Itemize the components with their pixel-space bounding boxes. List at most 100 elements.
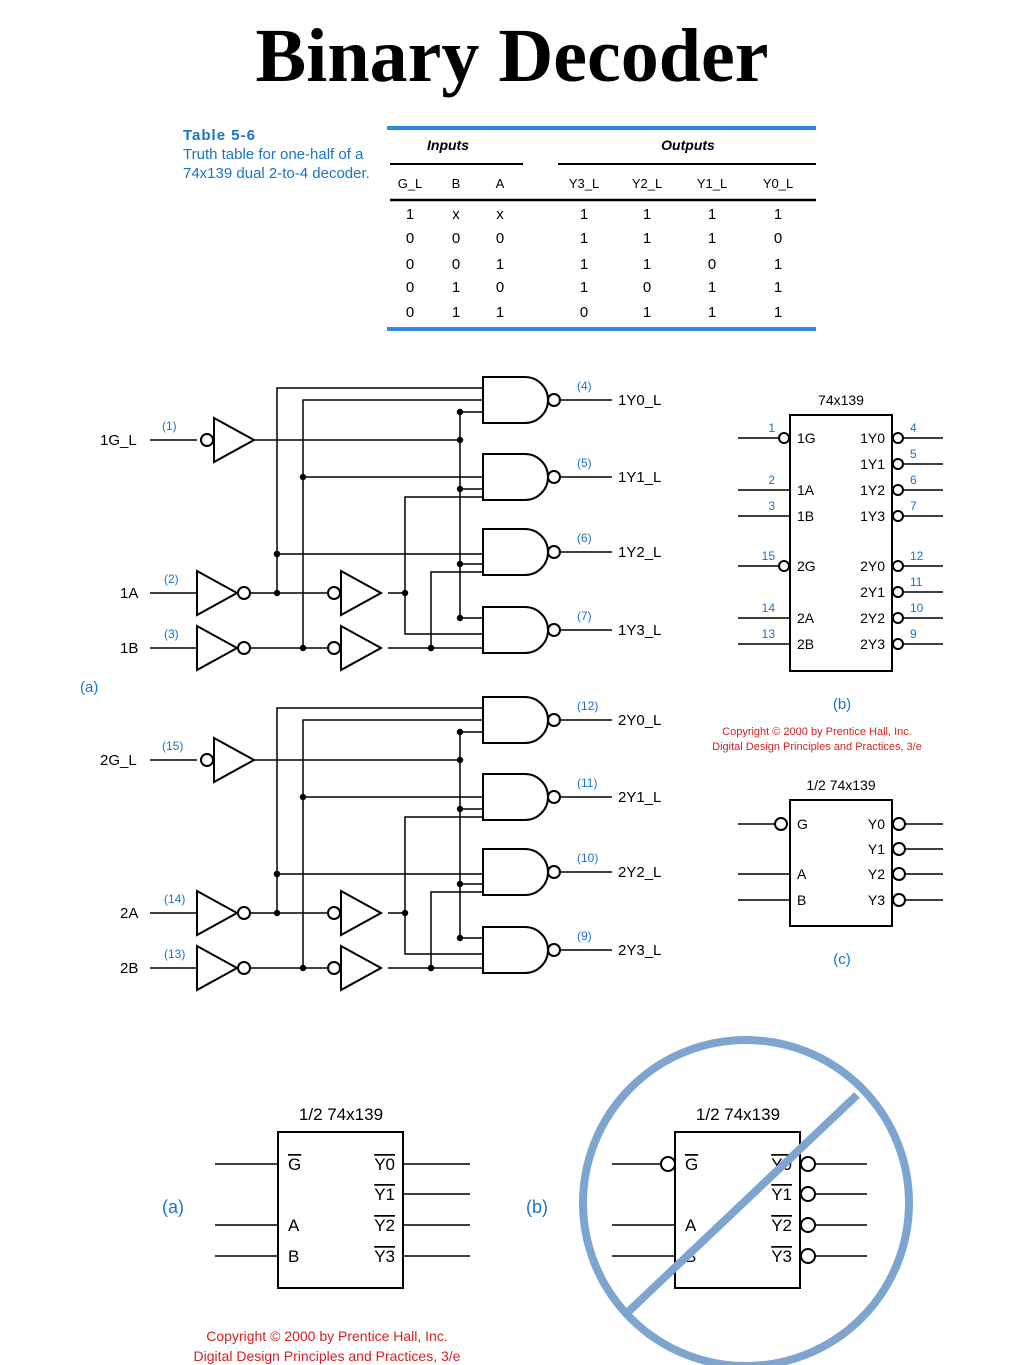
table-cell: 1	[708, 230, 716, 247]
symbol-output-name: Y3	[374, 1247, 395, 1266]
table-cell: 1	[708, 279, 716, 296]
copyright-bottom-line2: Digital Design Principles and Practices,…	[194, 1348, 461, 1364]
junction-dot	[273, 870, 281, 878]
table-caption-text: Truth table for one-half of a 74x139 dua…	[183, 146, 370, 182]
a-input-label: 1A	[120, 585, 138, 602]
symbol-input-name: A	[288, 1216, 300, 1235]
decoder-half-2: 2Y0_L(12)2Y1_L(11)2Y2_L(10)2Y3_L(9)2G_L(…	[100, 696, 661, 992]
table-header-cell: A	[496, 176, 505, 191]
output-label: 2Y1_L	[618, 789, 661, 806]
chip-pin-name: 1G	[797, 430, 816, 446]
a-true-bus-3	[404, 913, 483, 955]
chip-pin-number: 2	[768, 473, 775, 487]
symbol-input-name: A	[685, 1216, 697, 1235]
output-label: 1Y2_L	[618, 544, 661, 561]
table-cell: 1	[774, 304, 782, 321]
junction-dot	[456, 728, 464, 736]
buffer-gate	[196, 569, 240, 617]
chip-pin-number: 4	[910, 421, 917, 435]
symbol-body	[277, 1131, 404, 1289]
chip-pin-name: 1Y1	[860, 456, 885, 472]
chip-output-bubble	[892, 612, 904, 624]
chip-pin-name: 1Y3	[860, 508, 885, 524]
junction-dot	[456, 485, 464, 493]
chip-c-output-name: Y3	[868, 892, 885, 908]
buffer-gate	[213, 736, 257, 784]
symbol-output-name: Y2	[374, 1216, 395, 1235]
symbol-output-bubble	[800, 1217, 816, 1233]
table-cell: 1	[774, 256, 782, 273]
chip-c-input-name: G	[797, 816, 808, 832]
output-label: 1Y1_L	[618, 469, 661, 486]
table-cell: 0	[496, 230, 504, 247]
chip-c-label: (c)	[833, 951, 851, 968]
output-pin-number: (5)	[577, 456, 592, 470]
b-pin-number: (3)	[164, 627, 179, 641]
table-cell: 1	[643, 304, 651, 321]
junction-dot	[299, 644, 307, 652]
copyright-line2: Digital Design Principles and Practices,…	[712, 741, 922, 753]
symbol-input-bubble	[660, 1156, 676, 1172]
table-cell: 0	[774, 230, 782, 247]
symbol-output-name: Y0	[374, 1155, 395, 1174]
table-cell: 1	[496, 304, 504, 321]
table-cell: 0	[580, 304, 588, 321]
chip-c-output-bubble	[892, 817, 906, 831]
output-bubble	[237, 641, 251, 655]
g-pin-number: (15)	[162, 739, 183, 753]
bottom-label-a: (a)	[162, 1197, 184, 1217]
chip-pin-number: 13	[762, 627, 776, 641]
output-bubble	[237, 586, 251, 600]
chip-pin-number: 1	[768, 421, 775, 435]
a-input-label: 2A	[120, 905, 138, 922]
junction-dot	[456, 934, 464, 942]
chip-title: 74x139	[818, 392, 864, 408]
a-pin-number: (14)	[164, 892, 185, 906]
buffer-gate	[340, 889, 384, 937]
output-pin-number: (10)	[577, 851, 598, 865]
g-input-label: 2G_L	[100, 752, 137, 769]
b-true-bus-2	[430, 571, 483, 648]
chip-pin-number: 14	[762, 601, 776, 615]
output-label: 1Y0_L	[618, 392, 661, 409]
nand-gate	[482, 376, 549, 424]
chip-c-input-bubble	[774, 817, 788, 831]
chip-output-bubble	[892, 638, 904, 650]
b-true-bus-2	[430, 891, 483, 968]
junction-dot	[299, 964, 307, 972]
junction-dot	[427, 964, 435, 972]
chip-pin-name: 1A	[797, 482, 815, 498]
junction-dot	[456, 756, 464, 764]
decoder-half-1: 1Y0_L(4)1Y1_L(5)1Y2_L(6)1Y3_L(7)1G_L(1)1…	[100, 376, 661, 672]
chip-output-bubble	[892, 432, 904, 444]
junction-dot	[456, 408, 464, 416]
chip-c-output-name: Y0	[868, 816, 885, 832]
buffer-gate	[196, 624, 240, 672]
chip-pin-number: 3	[768, 499, 775, 513]
a-true-bus-1	[404, 816, 483, 913]
nand-output-bubble	[547, 393, 561, 407]
symbol-input-name: B	[288, 1247, 299, 1266]
chip-output-bubble	[892, 560, 904, 572]
b-bar-bus	[302, 399, 483, 648]
table-top-rule	[387, 126, 816, 130]
b-input-label: 1B	[120, 640, 138, 657]
chip-pin-name: 1B	[797, 508, 814, 524]
table-cell: 1	[774, 279, 782, 296]
buffer-gate	[196, 889, 240, 937]
g-pin-number: (1)	[162, 419, 177, 433]
output-pin-number: (9)	[577, 929, 592, 943]
table-cell: 0	[452, 256, 460, 273]
chip-pin-name: 2Y0	[860, 558, 885, 574]
symbol-output-bubble	[800, 1186, 816, 1202]
b-bar-bus	[302, 719, 483, 968]
chip-output-bubble	[892, 484, 904, 496]
page-title: Binary Decoder	[255, 14, 769, 98]
table-cell: 0	[406, 279, 414, 296]
table-cell: 1	[708, 304, 716, 321]
